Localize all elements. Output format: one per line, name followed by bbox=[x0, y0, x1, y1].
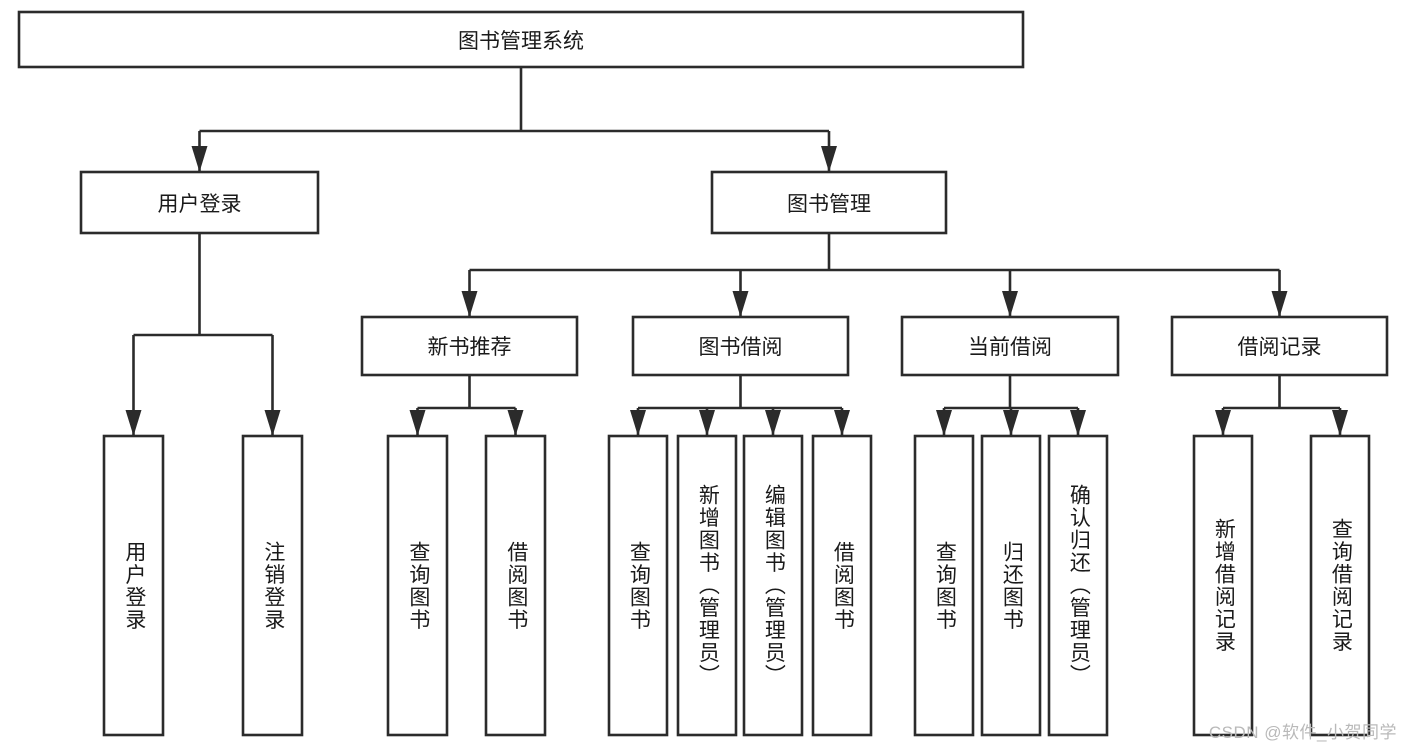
arrow-head-icon bbox=[834, 410, 850, 436]
arrow-head-icon bbox=[507, 410, 524, 436]
arrow-head-icon bbox=[821, 146, 837, 172]
node-box-root[interactable] bbox=[17, 10, 1025, 69]
arrow-head-icon bbox=[461, 291, 478, 317]
nodes-layer bbox=[17, 10, 1389, 737]
arrow-head-icon bbox=[699, 410, 715, 436]
arrow-head-icon bbox=[1003, 410, 1019, 436]
arrow-head-icon bbox=[1002, 291, 1018, 317]
node-box-current[interactable] bbox=[900, 315, 1120, 377]
arrow-head-icon bbox=[1271, 291, 1288, 317]
node-box-leaf-current-confirm[interactable] bbox=[1047, 434, 1109, 737]
node-box-leaf-current-return[interactable] bbox=[980, 434, 1042, 737]
connectors-layer bbox=[125, 67, 1348, 436]
arrow-head-icon bbox=[765, 410, 781, 436]
node-box-bookmgmt[interactable] bbox=[710, 170, 948, 235]
node-box-login[interactable] bbox=[79, 170, 320, 235]
node-box-borrow[interactable] bbox=[631, 315, 850, 377]
node-box-newbook[interactable] bbox=[360, 315, 579, 377]
node-box-leaf-borrow-lend[interactable] bbox=[811, 434, 873, 737]
arrow-head-icon bbox=[936, 410, 952, 436]
node-box-record[interactable] bbox=[1170, 315, 1389, 377]
node-box-leaf-record-query[interactable] bbox=[1309, 434, 1371, 737]
node-box-leaf-record-add[interactable] bbox=[1192, 434, 1254, 737]
node-box-leaf-user-logout[interactable] bbox=[241, 434, 304, 737]
arrow-head-icon bbox=[630, 410, 646, 436]
arrow-head-icon bbox=[732, 291, 749, 317]
arrow-head-icon bbox=[1332, 410, 1348, 436]
node-box-leaf-borrow-query[interactable] bbox=[607, 434, 669, 737]
arrow-head-icon bbox=[191, 146, 208, 172]
arrow-head-icon bbox=[1070, 410, 1086, 436]
arrow-head-icon bbox=[1215, 410, 1231, 436]
node-box-leaf-user-login[interactable] bbox=[102, 434, 165, 737]
node-box-leaf-current-query[interactable] bbox=[913, 434, 975, 737]
arrow-head-icon bbox=[125, 410, 142, 436]
arrow-head-icon bbox=[264, 410, 281, 436]
node-box-leaf-borrow-add[interactable] bbox=[676, 434, 738, 737]
watermark-text: CSDN @软件_小贺同学 bbox=[1208, 723, 1397, 742]
node-box-leaf-borrow-edit[interactable] bbox=[742, 434, 804, 737]
node-box-leaf-newbook-borrow[interactable] bbox=[484, 434, 547, 737]
arrow-head-icon bbox=[409, 410, 426, 436]
node-box-leaf-newbook-query[interactable] bbox=[386, 434, 449, 737]
